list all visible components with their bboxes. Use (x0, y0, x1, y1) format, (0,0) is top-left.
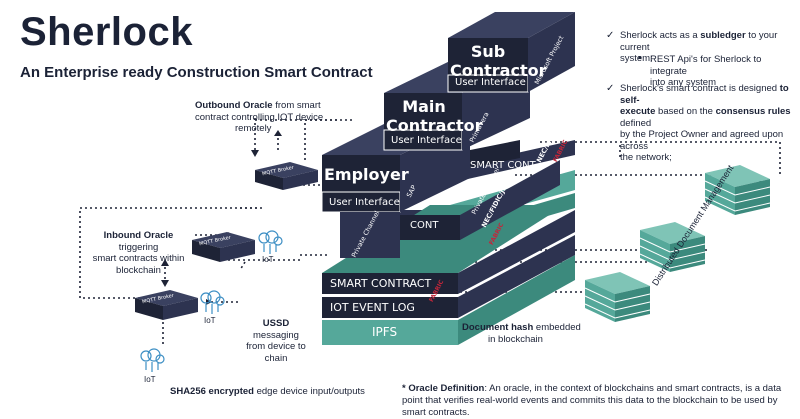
label-bold: SHA256 encrypted (170, 386, 254, 397)
label-text: smart contracts within (92, 253, 185, 264)
bullet-text: the network; (620, 152, 672, 163)
sub-contractor-title: Sub Contractor (450, 42, 546, 80)
main-contractor-title: Main Contractor (386, 97, 482, 135)
label-bold: Outbound Oracle (195, 100, 273, 111)
title-line: Sub (470, 42, 506, 61)
bullet-text: by the Project Owner and agreed upon acr… (620, 129, 784, 152)
bullet-text: Sherlock acts as a (620, 30, 701, 41)
mqtt-broker-mid (192, 232, 255, 262)
bullet-text: based on the (655, 106, 716, 117)
label-text: from device to (246, 341, 306, 352)
label-text: contract controlling IOT device (195, 111, 324, 123)
iot-cloud-icon (140, 348, 165, 372)
page-subtitle: An Enterprise ready Construction Smart C… (20, 64, 373, 81)
bullet-bold: consensus rules (715, 106, 791, 117)
check-icon: ✓ (606, 83, 615, 94)
iot-label-3: IoT (144, 375, 156, 384)
page-title: Sherlock (20, 10, 193, 54)
label-text: remotely (235, 123, 272, 134)
subbullet-rest: ▪ REST Api's for Sherlock to integrate i… (638, 52, 800, 89)
ddm-stacks (584, 165, 771, 322)
label-bold: USSD (262, 318, 290, 329)
title-line: Contractor (450, 61, 547, 80)
bullet-bold: subledger (700, 30, 746, 41)
sub-contractor-block (447, 12, 575, 93)
mqtt-broker-top (255, 162, 318, 190)
iot-label-2: IoT (204, 316, 216, 325)
ddm-stack-mid (639, 222, 706, 272)
definition-text: : An oracle, in the context of blockchai… (402, 383, 782, 418)
bullet-bold: to self- (620, 83, 789, 106)
iot-label-1: IoT (262, 255, 274, 264)
smart-contract-rear-label: SMART CONT (470, 160, 536, 171)
label-text: in blockchain (488, 333, 543, 345)
mqtt-broker-bottom (135, 290, 198, 320)
label-text: blockchain (116, 264, 161, 276)
oracle-definition: * Oracle Definition: An oracle, in the c… (402, 383, 787, 419)
subbullet-text: into any system (650, 77, 716, 88)
label-bold: Document hash (462, 322, 534, 333)
subbullet-text: REST Api's for Sherlock to integrate (650, 54, 762, 77)
label-text: chain (264, 352, 288, 364)
bullet-text: to your current (620, 30, 778, 53)
contract-mid-label: CONT (410, 220, 439, 231)
title-line: Main (402, 97, 446, 116)
bullet-text: Sherlock's smart contract is designed (620, 83, 780, 94)
definition-bold: * Oracle Definition (402, 383, 485, 394)
main-ui-label: User Interface (391, 135, 462, 146)
label-text: edge device input/outputs (253, 386, 365, 397)
label-text: from smart (272, 100, 321, 111)
ipfs-label: IPFS (372, 325, 398, 339)
iot-event-log-label: IOT EVENT LOG (330, 301, 415, 314)
label-text: embedded (533, 322, 581, 333)
bullet-bold: execute (620, 106, 656, 117)
ussd-label: USSD messaging from device to chain (240, 318, 312, 364)
bullet-text: system: (620, 53, 653, 64)
outbound-oracle-label: Outbound Oracle from smart contract cont… (195, 100, 345, 135)
ddm-stack-top (704, 165, 771, 215)
sha256-label: SHA256 encrypted edge device input/outpu… (170, 386, 410, 398)
employer-title: Employer (324, 165, 409, 184)
bullet-self-execute: ✓ Sherlock's smart contract is designed … (606, 83, 798, 164)
employer-ui-label: User Interface (329, 197, 400, 208)
bullet-subledger: ✓ Sherlock acts as a subledger to your c… (606, 30, 795, 65)
bullet-text: defined (620, 117, 652, 129)
bullet-dot-icon: ▪ (638, 52, 642, 64)
label-text: messaging (253, 329, 299, 341)
inbound-oracle-label: Inbound Oracle triggering smart contract… (86, 230, 191, 276)
sub-ui-label: User Interface (455, 77, 526, 88)
document-hash-label: Document hash embedded in blockchain (462, 322, 592, 345)
triangle-arrow-icon (161, 130, 282, 305)
smart-contract-label: SMART CONTRACT (330, 277, 432, 290)
label-text: triggering (118, 241, 159, 253)
label-bold: Inbound Oracle (103, 230, 174, 241)
check-icon: ✓ (606, 30, 615, 41)
iot-cloud-icon (258, 230, 283, 254)
title-line: Contractor (386, 116, 483, 135)
ddm-stack-bottom (584, 272, 651, 322)
iot-cloud-icon (200, 290, 225, 314)
